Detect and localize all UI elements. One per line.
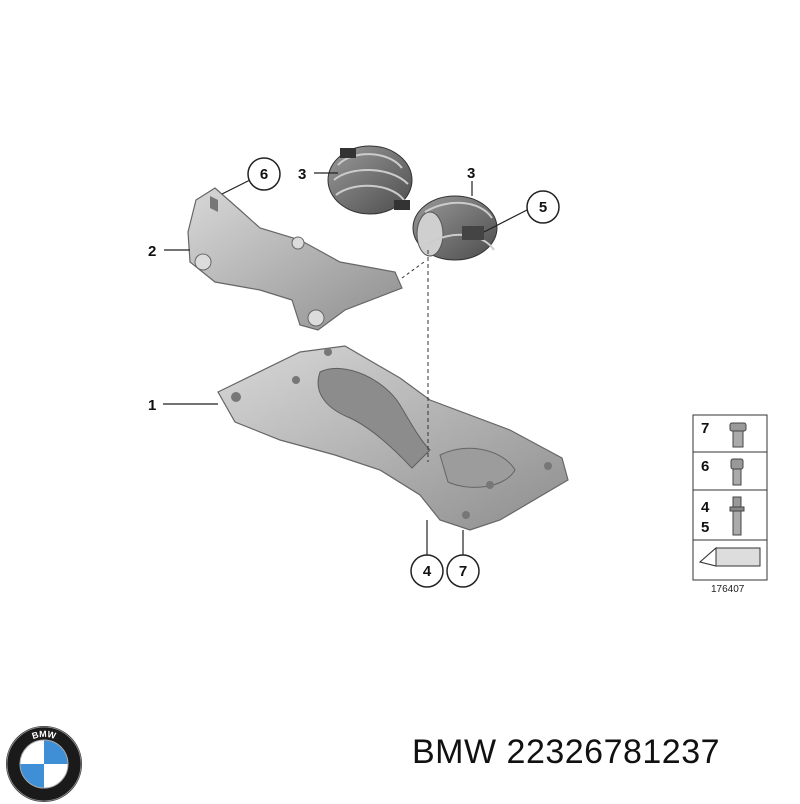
fastener-legend: 7 6 4 5 176407 <box>692 414 768 595</box>
svg-text:6: 6 <box>260 166 268 183</box>
callout-3a: 3 <box>298 166 306 183</box>
svg-text:5: 5 <box>701 519 709 536</box>
callout-7: 6 7 <box>446 554 480 588</box>
callout-4: 4 <box>410 554 444 588</box>
bracket-part <box>187 187 403 331</box>
svg-text:3: 3 <box>467 165 475 182</box>
svg-text:4: 4 <box>423 563 432 580</box>
svg-text:6: 6 <box>701 458 709 475</box>
callout-5: 5 <box>526 190 560 224</box>
reference-number: 176407 <box>711 584 745 595</box>
rubber-mount-part-a <box>327 145 413 215</box>
direction-arrow-icon <box>698 546 761 567</box>
svg-text:BMW: BMW <box>31 729 58 741</box>
cap-screw-icon <box>730 458 744 486</box>
stud-bolt-icon <box>729 496 745 536</box>
callout-2: 2 <box>148 243 156 260</box>
assembly-guides <box>401 250 429 462</box>
svg-text:5: 5 <box>539 199 547 216</box>
crossmember-part <box>217 345 569 531</box>
leader-lines <box>163 172 528 555</box>
svg-text:2: 2 <box>148 243 156 260</box>
callout-1: 1 <box>148 397 156 414</box>
callout-3b: 3 <box>467 165 475 182</box>
svg-text:7: 7 <box>459 563 467 580</box>
svg-text:1: 1 <box>148 397 156 414</box>
bmw-roundel-logo: BMW <box>6 726 82 802</box>
flange-bolt-icon <box>729 422 747 448</box>
rubber-mount-part-b <box>412 195 498 261</box>
part-number-label: BMW 22326781237 <box>412 733 721 771</box>
callout-6: 6 <box>247 157 281 191</box>
svg-text:4: 4 <box>701 499 710 516</box>
svg-text:3: 3 <box>298 166 306 183</box>
svg-text:7: 7 <box>701 420 709 437</box>
